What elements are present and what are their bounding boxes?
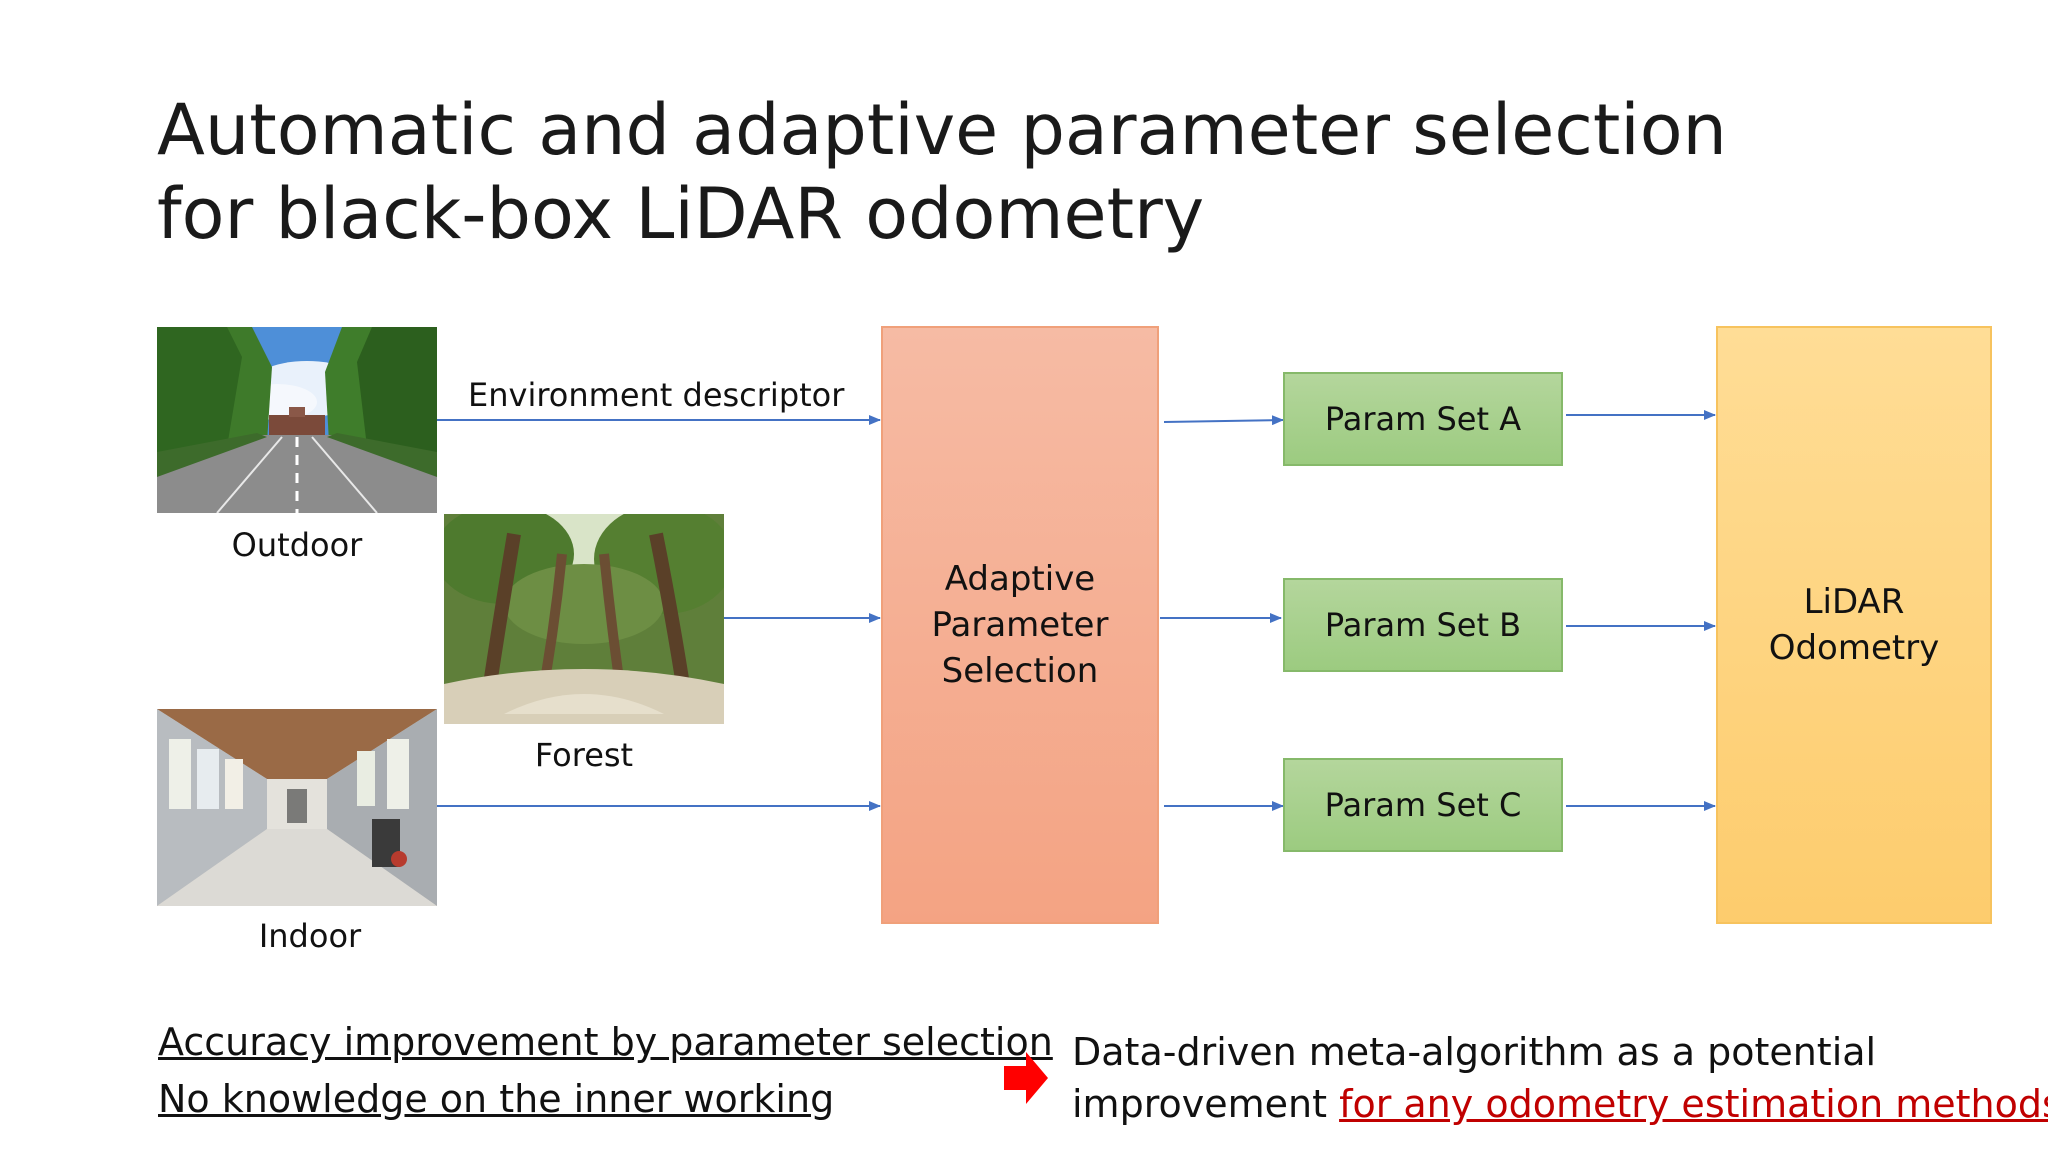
param-set-c-label: Param Set C <box>1324 786 1522 824</box>
lidar-odometry-box: LiDAR Odometry <box>1716 326 1992 924</box>
selector-label: Adaptive Parameter Selection <box>931 559 1109 691</box>
conclusion-text: Data-driven meta-algorithm as a potentia… <box>1072 1026 2048 1130</box>
param-set-b-box: Param Set B <box>1283 578 1563 672</box>
arrow-selector-to-param-a <box>1163 415 1284 426</box>
bullet-no-knowledge: No knowledge on the inner working <box>158 1077 835 1121</box>
environment-descriptor-label: Environment descriptor <box>468 376 845 414</box>
right-arrow-icon <box>1004 1052 1048 1104</box>
param-set-a-label: Param Set A <box>1324 400 1522 438</box>
forest-caption: Forest <box>534 736 634 774</box>
adaptive-parameter-selection-box: Adaptive Parameter Selection <box>881 326 1159 924</box>
conclusion-line-1: Data-driven meta-algorithm as a potentia… <box>1072 1030 1877 1074</box>
outdoor-photo <box>157 327 437 513</box>
indoor-photo <box>157 709 437 906</box>
title-line-1: Automatic and adaptive parameter selecti… <box>157 89 1727 171</box>
bullet-accuracy: Accuracy improvement by parameter select… <box>158 1020 1053 1064</box>
forest-photo <box>444 514 724 724</box>
outdoor-caption: Outdoor <box>231 526 363 564</box>
conclusion-prefix: improvement <box>1072 1082 1340 1126</box>
param-set-c-box: Param Set C <box>1283 758 1563 852</box>
param-set-a-box: Param Set A <box>1283 372 1563 466</box>
slide-title: Automatic and adaptive parameter selecti… <box>157 88 1757 256</box>
conclusion-highlight: for any odometry estimation methods <box>1339 1082 2048 1126</box>
title-line-2: for black-box LiDAR odometry <box>157 173 1205 255</box>
conclusion-line-2: improvement for any odometry estimation … <box>1072 1078 2048 1130</box>
odometry-label: LiDAR Odometry <box>1768 582 1940 668</box>
param-set-b-label: Param Set B <box>1324 606 1522 644</box>
indoor-caption: Indoor <box>258 917 362 955</box>
